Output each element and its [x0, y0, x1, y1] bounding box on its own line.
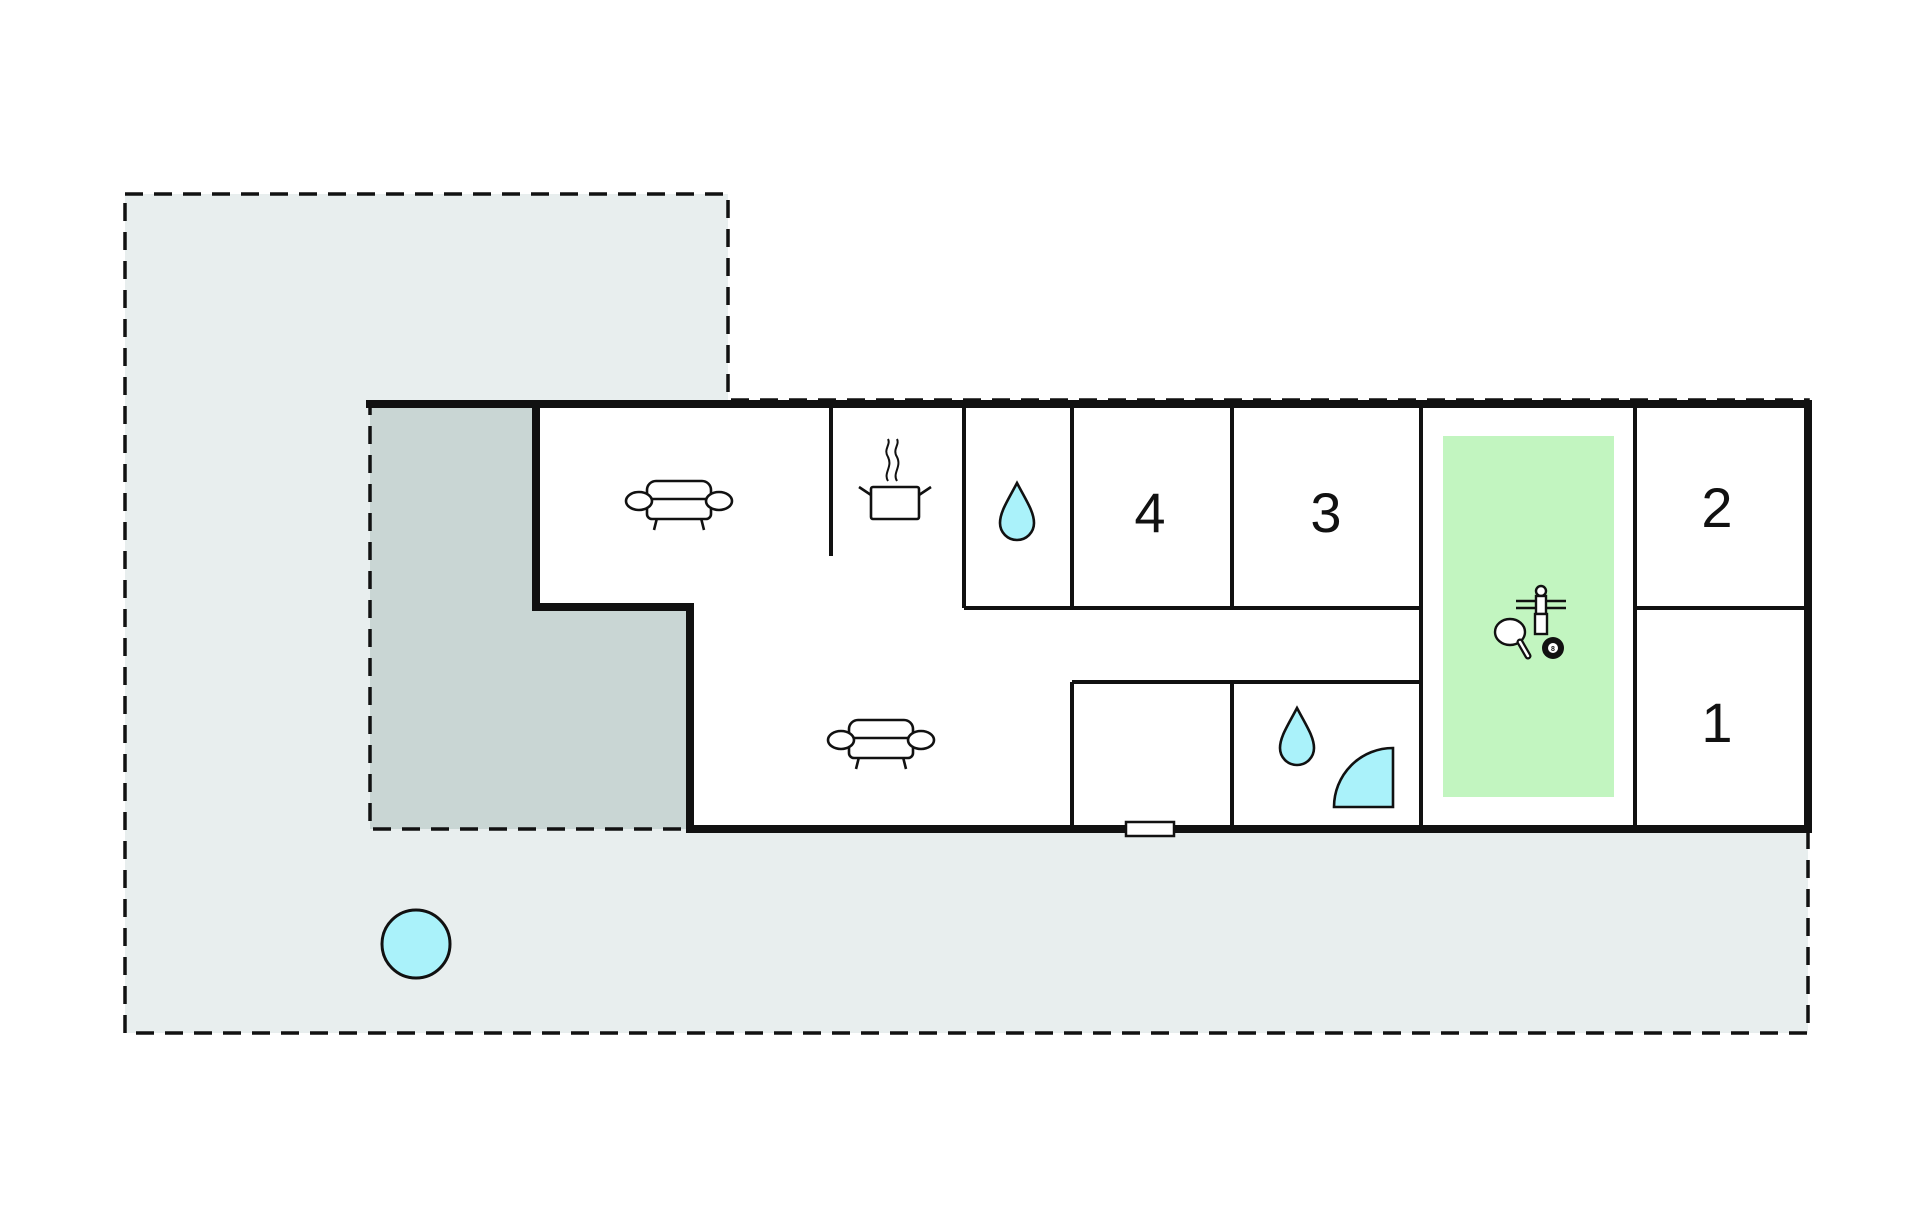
wall-top — [366, 400, 1812, 833]
room-label-3: 3 — [1310, 481, 1341, 544]
ping-pong-icon — [1493, 617, 1532, 660]
sofa-icon — [826, 718, 936, 770]
water-drop-icon — [998, 480, 1036, 542]
shower-icon — [1332, 746, 1395, 809]
wall-bottom-right — [532, 400, 1178, 833]
game-room-area — [1443, 436, 1614, 797]
water-drop-icon — [1278, 705, 1316, 767]
sofa-icon — [624, 479, 734, 531]
cooking-pot-icon — [858, 438, 932, 521]
room-label-2: 2 — [1701, 476, 1732, 539]
svg-text:8: 8 — [1551, 646, 1555, 653]
foosball-icon — [1516, 584, 1566, 636]
pool-icon — [380, 908, 452, 980]
house-interior — [536, 404, 1808, 829]
billiard-ball-icon: 8 — [1542, 637, 1564, 659]
room-label-4: 4 — [1134, 481, 1165, 544]
room-label-1: 1 — [1701, 691, 1732, 754]
window — [1124, 820, 1176, 838]
